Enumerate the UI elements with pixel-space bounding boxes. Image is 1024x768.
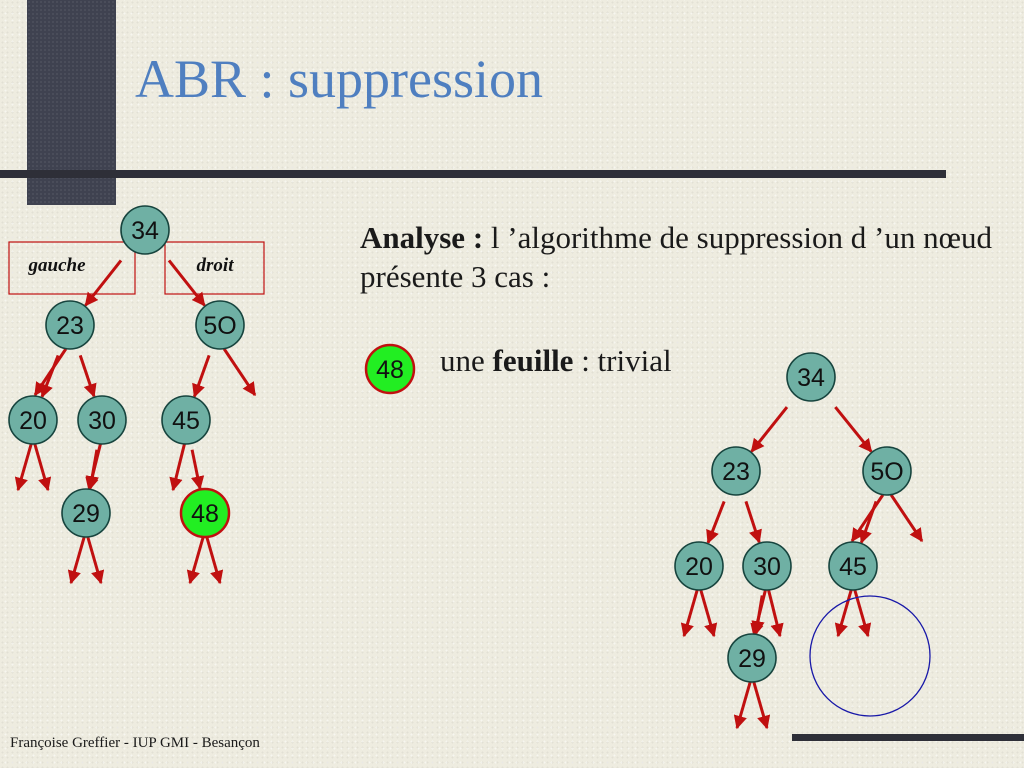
node-before-5O-label: 5O [203, 312, 236, 340]
gauche-box [8, 241, 136, 295]
node-before-20-circle [8, 395, 58, 445]
edge-after-20-empty-0 [680, 589, 699, 638]
node-after-29-circle [727, 633, 777, 683]
node-after-30-circle [742, 541, 792, 591]
node-after-5O-label: 5O [870, 458, 903, 486]
edge-after-29-empty-1 [752, 681, 771, 730]
node-before-48: 48 [179, 487, 231, 539]
edge-before-5O-empty-0 [222, 348, 257, 397]
slide-title: ABR : suppression [135, 49, 544, 109]
node-after-29-label: 29 [738, 645, 766, 673]
droit-label: droit [197, 255, 235, 276]
node-before-34: 34 [120, 205, 170, 255]
node-before-23-label: 23 [56, 312, 84, 340]
node-after-23: 23 [711, 446, 761, 496]
footer-credit: Françoise Greffier - IUP GMI - Besançon [10, 735, 260, 751]
edge-before-30-empty-0 [85, 443, 102, 492]
node-before-48-circle [179, 487, 231, 539]
node-before-45-circle [161, 395, 211, 445]
node-after-45-label: 45 [839, 553, 867, 581]
edge-before-20-empty-0 [14, 443, 33, 492]
droit-box [164, 241, 265, 295]
edge-after-34-5O [834, 406, 873, 453]
node-after-23-label: 23 [722, 458, 750, 486]
analysis-body: l ’algorithme de suppression d ’un nœud … [360, 220, 992, 294]
node-before-45-label: 45 [172, 407, 200, 435]
node-before-30-circle [77, 395, 127, 445]
edge-before-48-empty-1 [205, 536, 224, 585]
node-before-20: 20 [8, 395, 58, 445]
node-before-23-circle [45, 300, 95, 350]
analysis-lead: Analyse : [360, 220, 484, 255]
node-after-20: 20 [674, 541, 724, 591]
edge-before-34-5O [167, 259, 206, 307]
tree-nodes: 34 23 5O 20 30 45 29 48 34 23 5O 20 30 45 29 48 [8, 205, 912, 683]
node-before-29: 29 [61, 488, 111, 538]
gauche-label: gauche [28, 255, 87, 276]
edge-before-29-empty-0 [67, 536, 86, 585]
case-badge-circle [364, 343, 416, 395]
edge-after-29-empty-0 [733, 681, 752, 730]
edge-before-5O-45 [192, 354, 211, 398]
edge-after-34-23 [750, 406, 789, 453]
node-after-23-circle [711, 446, 761, 496]
left-right-legend: gauche droit [8, 241, 265, 295]
case-badge: 48 [364, 343, 416, 395]
node-before-45: 45 [161, 395, 211, 445]
node-after-5O-circle [862, 446, 912, 496]
edge-before-23-30 [78, 354, 97, 398]
node-before-29-circle [61, 488, 111, 538]
tree-edges [14, 259, 924, 730]
node-after-34: 34 [786, 352, 836, 402]
node-after-45: 45 [828, 541, 878, 591]
node-after-34-label: 34 [797, 364, 825, 392]
node-after-30: 30 [742, 541, 792, 591]
edge-before-20-empty-1 [33, 443, 52, 492]
node-after-45-circle [828, 541, 878, 591]
edge-after-23-30 [744, 500, 762, 544]
node-before-29-label: 29 [72, 500, 100, 528]
case-prefix: une [440, 343, 493, 378]
edge-after-5O-empty-0 [850, 494, 885, 543]
node-after-20-circle [674, 541, 724, 591]
edge-before-23-empty-0 [33, 348, 68, 397]
edge-before-29-empty-1 [86, 536, 105, 585]
node-after-30-label: 30 [753, 553, 781, 581]
case-keyword: feuille [492, 343, 574, 378]
removed-leaf-circle [809, 595, 931, 717]
case-description: une feuille : trivial [440, 345, 672, 376]
analysis-text: Analyse : l ’algorithme de suppression d… [360, 218, 1010, 296]
node-before-30-label: 30 [88, 407, 116, 435]
node-before-5O-circle [195, 300, 245, 350]
title-divider [0, 170, 946, 178]
node-after-5O: 5O [862, 446, 912, 496]
node-before-34-label: 34 [131, 217, 159, 245]
edge-before-45-empty-0 [169, 443, 186, 492]
footer-divider [792, 734, 1024, 741]
edge-before-45-48 [190, 449, 205, 490]
edge-after-5O-empty-1 [889, 494, 924, 543]
node-after-20-label: 20 [685, 553, 713, 581]
node-after-34-circle [786, 352, 836, 402]
node-before-48-label: 48 [191, 500, 219, 528]
edge-after-30-empty-1 [767, 589, 784, 638]
edge-after-20-empty-1 [699, 589, 718, 638]
node-before-20-label: 20 [19, 407, 47, 435]
node-before-30: 30 [77, 395, 127, 445]
case-suffix: : trivial [573, 343, 672, 378]
node-before-23: 23 [45, 300, 95, 350]
edge-after-23-20 [706, 500, 726, 544]
edge-after-45-empty-0 [834, 589, 853, 638]
edge-before-48-empty-0 [186, 536, 205, 585]
node-after-29: 29 [727, 633, 777, 683]
edge-after-30-empty-0 [750, 589, 767, 638]
edge-before-34-23 [84, 259, 123, 307]
case-badge-label: 48 [376, 356, 404, 384]
node-before-34-circle [120, 205, 170, 255]
node-before-5O: 5O [195, 300, 245, 350]
